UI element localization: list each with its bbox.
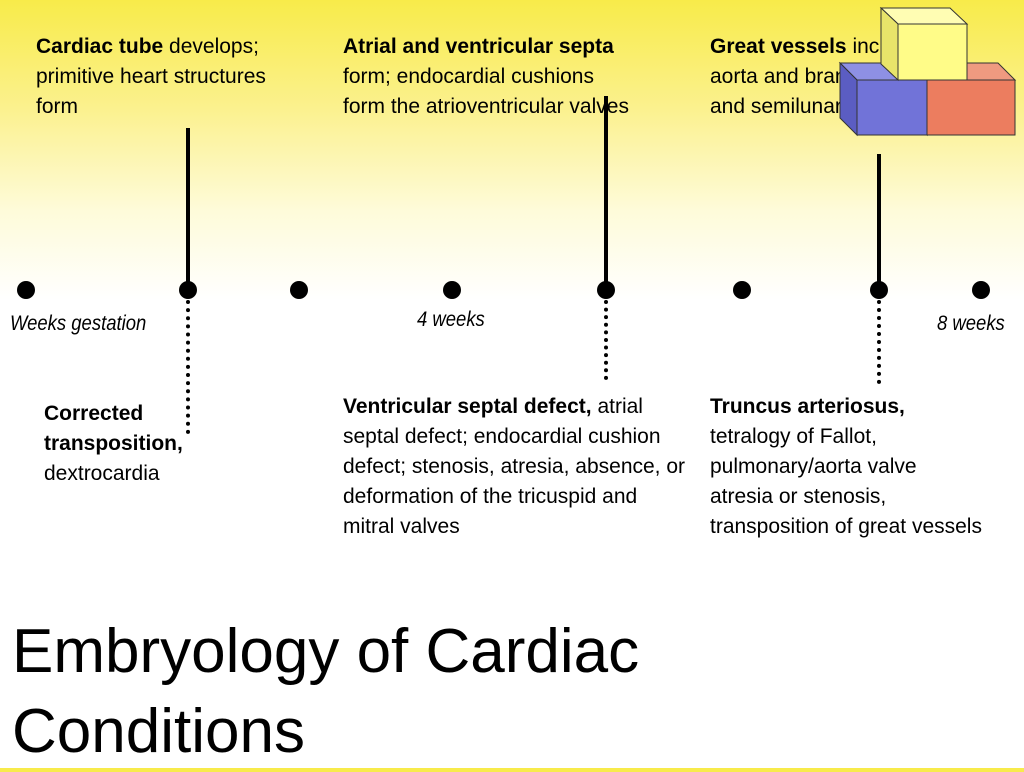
milestone-description: form; endocardial cushions form the atri…	[343, 65, 629, 118]
milestone-cardiac-tube: Cardiac tube develops; primitive heart s…	[36, 32, 286, 122]
timeline-dot	[597, 281, 615, 299]
connector-line	[877, 154, 881, 290]
timeline-dot	[290, 281, 308, 299]
timeline-dot	[17, 281, 35, 299]
milestone-title: Great vessels	[710, 35, 847, 58]
axis-start-label: Weeks gestation	[10, 312, 147, 335]
condition-description: tetralogy of Fallot, pulmonary/aorta val…	[710, 425, 982, 538]
milestone-septa: Atrial and ventricular septa form; endoc…	[343, 32, 633, 122]
dotted-connector-line	[604, 300, 608, 380]
connector-line	[186, 128, 190, 290]
condition-description: atrial septal defect; endocardial cushio…	[343, 395, 686, 538]
timeline-dot	[443, 281, 461, 299]
condition-title: Truncus arteriosus,	[710, 395, 905, 418]
axis-end-label: 8 weeks	[937, 312, 1005, 335]
dotted-connector-line	[186, 300, 190, 434]
milestone-description: develops; primitive heart structures for…	[36, 35, 266, 118]
condition-description: dextrocardia	[44, 462, 160, 485]
timeline-dot	[870, 281, 888, 299]
stacked-cubes-icon	[838, 6, 1017, 137]
timeline-dot	[972, 281, 990, 299]
connector-line	[604, 96, 608, 290]
condition-corrected-transposition: Corrected transposition, dextrocardia	[44, 399, 234, 489]
milestone-title: Cardiac tube	[36, 35, 164, 58]
condition-title: Ventricular septal defect,	[343, 395, 592, 418]
yellow-cube-icon	[879, 6, 969, 82]
timeline-dot	[733, 281, 751, 299]
page-title: Embryology of Cardiac Conditions	[12, 617, 640, 766]
condition-ventricular-septal-defect: Ventricular septal defect, atrial septal…	[343, 392, 688, 542]
dotted-connector-line	[877, 300, 881, 384]
condition-title: Corrected transposition,	[44, 402, 183, 455]
milestone-title: Atrial and ventricular septa	[343, 35, 614, 58]
timeline-dot	[179, 281, 197, 299]
axis-mid-label: 4 weeks	[417, 308, 485, 331]
condition-truncus-arteriosus: Truncus arteriosus, tetralogy of Fallot,…	[710, 392, 982, 542]
